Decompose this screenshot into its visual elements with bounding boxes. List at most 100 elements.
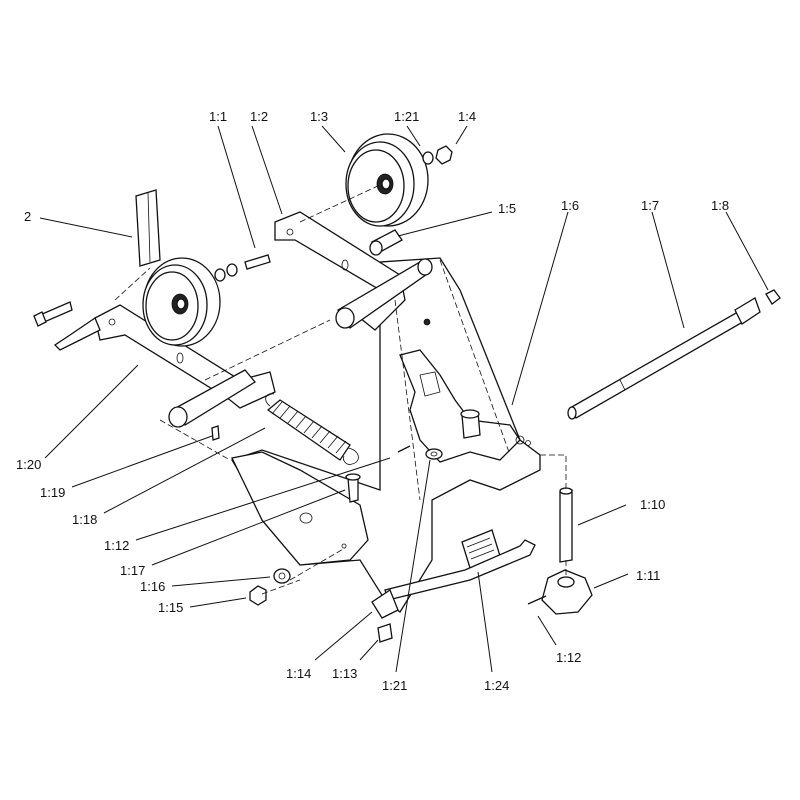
bolt-1-1 bbox=[244, 254, 271, 270]
upper-arm-hole bbox=[286, 228, 294, 236]
leader-1-20 bbox=[44, 364, 139, 459]
washer-1-21-lower-hole bbox=[430, 451, 438, 457]
leader-1-12a bbox=[135, 457, 391, 541]
hidden-line-5 bbox=[540, 454, 567, 490]
knob-1-11 bbox=[541, 569, 593, 615]
callout-1-7: 1:7 bbox=[641, 198, 659, 213]
hidden-line-3 bbox=[114, 267, 151, 301]
pin-1-12-upper bbox=[397, 445, 411, 453]
hidden-line-1 bbox=[299, 184, 381, 223]
upper-tube-end bbox=[335, 307, 355, 329]
callout-1-10: 1:10 bbox=[640, 497, 665, 512]
lower-tube-end bbox=[168, 406, 188, 428]
callout-1-13: 1:13 bbox=[332, 666, 357, 681]
spacer-1-5 bbox=[369, 229, 403, 256]
callout-1-21a: 1:21 bbox=[394, 109, 419, 124]
lower-side-plate bbox=[231, 451, 369, 566]
lift-rod-1-24 bbox=[384, 539, 536, 601]
frame-slot bbox=[419, 371, 441, 397]
side-plate-pin-hole bbox=[341, 543, 347, 549]
leader-1-10 bbox=[577, 504, 627, 526]
callout-1-14: 1:14 bbox=[286, 666, 311, 681]
callout-1-12a: 1:12 bbox=[104, 538, 129, 553]
leader-lines bbox=[39, 125, 769, 673]
leader-1-5 bbox=[397, 211, 493, 237]
leader-1-6 bbox=[511, 211, 569, 406]
washer-lower-b bbox=[226, 263, 238, 277]
bolt-1-8 bbox=[765, 289, 781, 305]
callout-1-20: 1:20 bbox=[16, 457, 41, 472]
leader-1-17 bbox=[151, 489, 346, 566]
leader-1-12b bbox=[537, 615, 557, 646]
leader-1-3 bbox=[321, 125, 346, 153]
washer-1-16-hole bbox=[278, 572, 286, 580]
lower-arm-pivot-hole bbox=[108, 318, 116, 326]
post-1-10 bbox=[559, 487, 573, 563]
leader-1-16 bbox=[171, 576, 271, 587]
hidden-line-9 bbox=[394, 299, 421, 501]
nut-1-4 bbox=[435, 145, 453, 165]
leader-1-2 bbox=[251, 125, 283, 215]
bolt-1-13 bbox=[377, 623, 393, 643]
hidden-line-8 bbox=[159, 419, 231, 461]
callout-1-6: 1:6 bbox=[561, 198, 579, 213]
leader-1-4 bbox=[455, 125, 468, 145]
extension-spring-1-18 bbox=[265, 393, 359, 465]
frame-hole bbox=[515, 435, 525, 445]
callout-1-12b: 1:12 bbox=[556, 650, 581, 665]
leader-1-1 bbox=[217, 125, 256, 249]
washer-1-16 bbox=[273, 568, 291, 584]
callout-1-24: 1:24 bbox=[484, 678, 509, 693]
leader-1-7 bbox=[651, 211, 685, 329]
upper-arm-slot bbox=[341, 259, 349, 271]
washer-lower-a bbox=[214, 268, 226, 282]
setscrew-1-19 bbox=[211, 425, 220, 441]
pulley-upper-1-3 bbox=[345, 133, 429, 227]
belt-guide-2-fold bbox=[147, 192, 151, 263]
callout-1-8: 1:8 bbox=[711, 198, 729, 213]
frame-stud-top bbox=[460, 409, 480, 419]
pulley-lower bbox=[142, 257, 221, 347]
frame-hole-2 bbox=[525, 440, 531, 446]
lower-arm-hole bbox=[176, 352, 184, 364]
callout-1-16: 1:16 bbox=[140, 579, 165, 594]
leader-1-21a bbox=[406, 125, 421, 147]
leader-1-24 bbox=[477, 571, 493, 673]
fitting-top bbox=[423, 318, 431, 326]
washer-1-21-upper bbox=[422, 151, 434, 165]
leader-1-11 bbox=[593, 573, 629, 589]
callout-1-15: 1:15 bbox=[158, 600, 183, 615]
callout-1-19: 1:19 bbox=[40, 485, 65, 500]
leader-1-19 bbox=[71, 435, 213, 488]
leader-2 bbox=[39, 217, 133, 238]
side-plate-hole bbox=[299, 512, 313, 524]
belt-guide-2 bbox=[135, 189, 161, 267]
illustration bbox=[33, 133, 781, 643]
nut-1-15 bbox=[249, 585, 267, 606]
leader-1-21b bbox=[395, 459, 431, 673]
leader-1-13 bbox=[359, 639, 379, 661]
callout-1-3: 1:3 bbox=[310, 109, 328, 124]
leader-1-18 bbox=[103, 427, 266, 514]
callout-1-21b: 1:21 bbox=[382, 678, 407, 693]
callout-labels: 1:1 1:2 1:3 1:21 1:4 1:5 1:6 1:7 1:8 2 1… bbox=[16, 109, 729, 693]
bolt-1-17 bbox=[345, 473, 361, 503]
callout-1-2: 1:2 bbox=[250, 109, 268, 124]
hidden-line-2 bbox=[204, 319, 331, 381]
lower-arm-hook bbox=[53, 317, 101, 351]
leader-1-15 bbox=[189, 597, 247, 608]
bolt-lower-left-head bbox=[33, 311, 47, 327]
rod-1-7 bbox=[567, 297, 761, 420]
pin-1-12-lower bbox=[527, 595, 547, 605]
washer-1-21-lower bbox=[425, 448, 443, 460]
callout-1-1: 1:1 bbox=[209, 109, 227, 124]
callout-2: 2 bbox=[24, 209, 31, 224]
callout-1-11: 1:11 bbox=[636, 568, 660, 583]
hidden-line-6 bbox=[289, 547, 346, 581]
hidden-line-4 bbox=[439, 259, 511, 456]
frame-top-plate bbox=[399, 349, 521, 463]
guide-bar-1-14 bbox=[371, 589, 399, 619]
leader-1-8 bbox=[725, 211, 769, 291]
